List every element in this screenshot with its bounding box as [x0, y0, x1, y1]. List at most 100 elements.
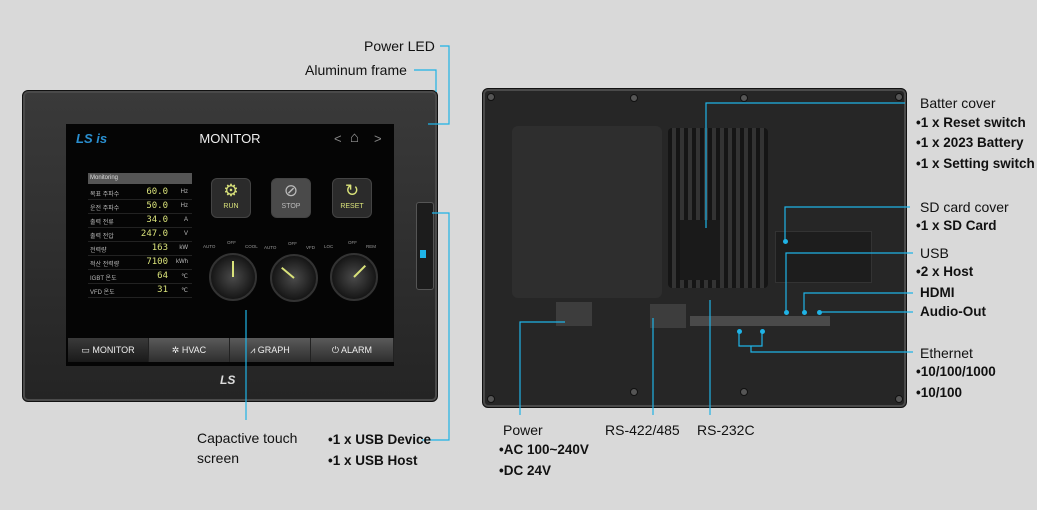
- tab-label: MONITOR: [92, 345, 135, 355]
- row-label: 출력 전압: [90, 234, 114, 240]
- row-value: 31: [157, 285, 168, 295]
- table-row: 적산 전력량 7100 kWh: [88, 256, 192, 270]
- table-row: VFD 온도 31 ℃: [88, 284, 192, 298]
- rear-plate: [512, 126, 662, 298]
- rs232-label: RS-232C: [697, 422, 755, 438]
- row-unit: Hz: [180, 189, 188, 195]
- gear-icon: ⚙: [223, 181, 239, 200]
- selector-knob[interactable]: [270, 254, 318, 302]
- knob-position-label: OFF: [288, 241, 297, 246]
- side-usb-cover: [416, 202, 434, 290]
- table-row: 목표 주파수 60.0 Hz: [88, 186, 192, 200]
- screen-logo: LS is: [76, 131, 108, 146]
- row-unit: V: [183, 231, 188, 237]
- knob-pointer: [232, 261, 234, 277]
- row-value: 163: [151, 243, 168, 253]
- rs422-connector: [650, 304, 686, 328]
- battery-label: •1 x 2023 Battery: [916, 135, 1024, 150]
- row-unit: A: [183, 217, 188, 223]
- aluminum-frame-label: Aluminum frame: [305, 62, 407, 78]
- row-unit: ℃: [181, 288, 188, 294]
- sd-cover-label: SD card cover: [920, 199, 1009, 215]
- knob-position-label: REM: [366, 244, 376, 249]
- prev-icon[interactable]: <: [334, 131, 342, 146]
- tab-label: HVAC: [181, 345, 207, 355]
- power-led-label: Power LED: [364, 38, 435, 54]
- run-label: RUN: [223, 203, 239, 210]
- row-value: 7100: [146, 257, 168, 267]
- reset-label: RESET: [340, 203, 364, 210]
- touch-screen-label-1: Capactive touch: [197, 430, 298, 446]
- row-label: 출력 전류: [90, 220, 114, 226]
- run-button[interactable]: ⚙ RUN: [211, 178, 251, 218]
- tab-label: GRAPH: [257, 345, 290, 355]
- row-label: 적산 전력량: [90, 262, 120, 268]
- touch-screen-label-2: screen: [197, 450, 240, 466]
- row-label: VFD 온도: [90, 290, 115, 296]
- setting-switch-label: •1 x Setting switch: [916, 156, 1035, 171]
- knob-position-label: VFD: [306, 245, 315, 250]
- tab-alarm[interactable]: ⏻ ALARM: [311, 338, 394, 362]
- row-value: 64: [157, 271, 168, 281]
- touch-screen[interactable]: [66, 124, 394, 366]
- row-label: 운전 주파수: [90, 206, 120, 212]
- battery-cover-label: Batter cover: [920, 95, 996, 111]
- row-unit: ℃: [181, 274, 188, 280]
- tab-monitor[interactable]: ▭ MONITOR: [68, 338, 149, 362]
- knob-position-label: AUTO: [264, 245, 277, 250]
- ethernet-100-label: •10/100: [916, 385, 963, 400]
- tab-hvac[interactable]: ✲ HVAC: [149, 338, 230, 362]
- home-icon[interactable]: ⌂: [350, 129, 360, 146]
- table-row: 출력 전압 247.0 V: [88, 228, 192, 242]
- sd-card-cover: [775, 231, 872, 283]
- row-value: 247.0: [140, 229, 168, 239]
- power-label: Power: [503, 422, 543, 438]
- knob-position-label: AUTO: [203, 244, 216, 249]
- knob-position-label: OFF: [348, 240, 357, 245]
- bezel-logo: LS: [220, 373, 236, 387]
- table-header: Monitoring: [88, 173, 192, 184]
- power-dc-label: •DC 24V: [499, 463, 551, 478]
- row-unit: kWh: [176, 259, 188, 265]
- reset-icon: ↻: [344, 181, 360, 200]
- stop-button[interactable]: ⊘ STOP: [271, 178, 311, 218]
- selector-knob[interactable]: [209, 253, 257, 301]
- usb-icon: [420, 250, 426, 258]
- row-value: 60.0: [146, 187, 168, 197]
- row-unit: Hz: [180, 203, 188, 209]
- usb-host-count-label: •2 x Host: [916, 264, 974, 279]
- rs422-label: RS-422/485: [605, 422, 680, 438]
- battery-cover: [680, 220, 720, 280]
- row-label: 목표 주파수: [90, 192, 120, 198]
- row-label: 전력량: [90, 248, 107, 254]
- knob-position-label: LOC: [324, 244, 334, 249]
- power-ac-label: •AC 100~240V: [499, 442, 589, 457]
- knob-position-label: COOL: [245, 244, 258, 249]
- reset-button[interactable]: ↻ RESET: [332, 178, 372, 218]
- stop-icon: ⊘: [283, 181, 299, 200]
- table-row: 운전 주파수 50.0 Hz: [88, 200, 192, 214]
- table-row: 출력 전류 34.0 A: [88, 214, 192, 228]
- screen-title: MONITOR: [199, 131, 261, 146]
- selector-knob[interactable]: [330, 253, 378, 301]
- sd-card-label: •1 x SD Card: [916, 218, 997, 233]
- row-label: IGBT 온도: [90, 276, 117, 282]
- knob-position-label: OFF: [227, 240, 236, 245]
- table-row: 전력량 163 kW: [88, 242, 192, 256]
- usb-host-label: •1 x USB Host: [328, 453, 418, 468]
- stop-label: STOP: [281, 203, 301, 210]
- hdmi-label: HDMI: [920, 285, 955, 300]
- tab-graph[interactable]: ⩘ GRAPH: [230, 338, 311, 362]
- usb-device-label: •1 x USB Device: [328, 432, 432, 447]
- row-value: 50.0: [146, 201, 168, 211]
- row-value: 34.0: [146, 215, 168, 225]
- reset-switch-label: •1 x Reset switch: [916, 115, 1026, 130]
- table-row: IGBT 온도 64 ℃: [88, 270, 192, 284]
- io-label-strip: [690, 316, 830, 326]
- next-icon[interactable]: >: [374, 131, 382, 146]
- tab-label: ALARM: [341, 345, 373, 355]
- row-unit: kW: [179, 245, 188, 251]
- audio-out-label: Audio-Out: [920, 304, 986, 319]
